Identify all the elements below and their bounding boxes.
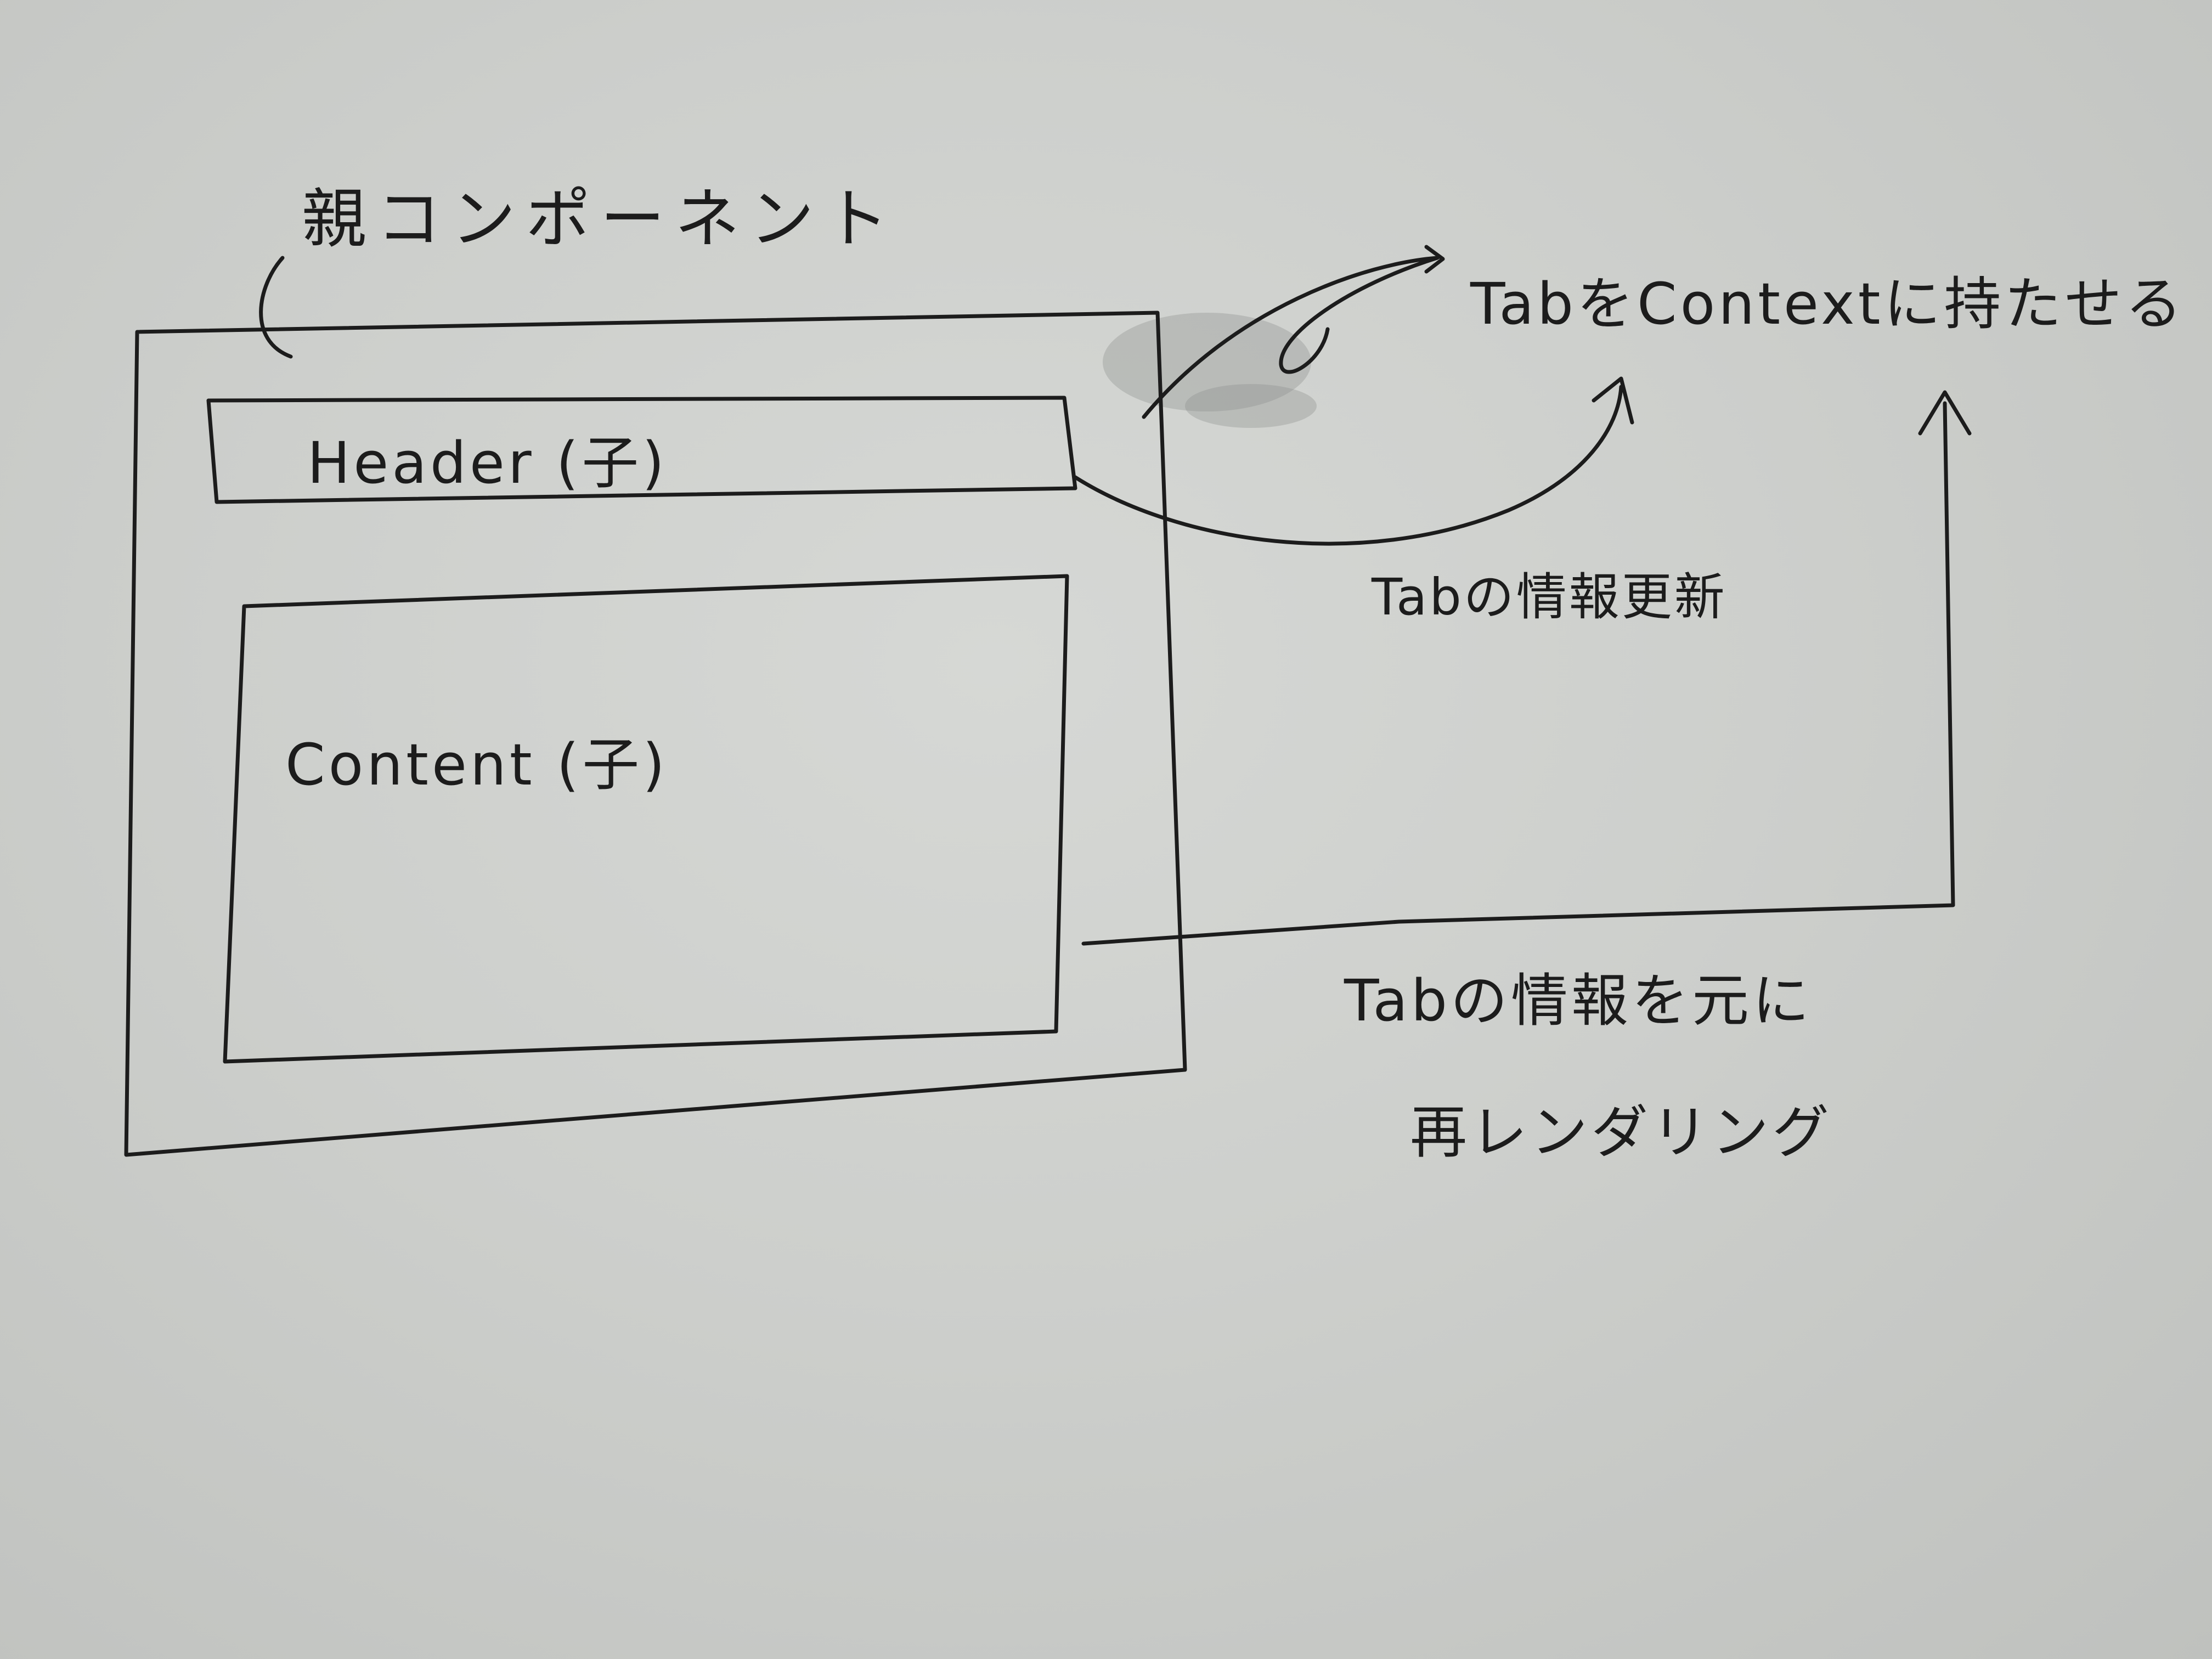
parent-component: 親コンポーネント	[124, 181, 1187, 1157]
rerender-line2-label: 再レンダリング	[1410, 1099, 1832, 1166]
header-label: Header (子)	[307, 430, 668, 496]
pass-tab-to-context-label: TabをContextに持たせる	[1470, 270, 2185, 337]
update-curve	[1073, 385, 1623, 546]
update-arrowhead	[1592, 376, 1634, 425]
header-box	[206, 396, 1077, 504]
parent-component-box	[124, 311, 1187, 1157]
context-loop-curve	[1142, 256, 1440, 419]
flow-header-to-context	[1073, 245, 1634, 546]
rerender-line1-label: Tabの情報を元に	[1344, 967, 1813, 1034]
header-component: Header (子)	[206, 396, 1077, 504]
context-loop-arrowhead	[1424, 245, 1445, 274]
eraser-smudge	[1103, 313, 1317, 428]
parent-component-label: 親コンポーネント	[302, 181, 899, 257]
rerender-arrowhead	[1918, 390, 1972, 436]
parent-label-pointer	[259, 256, 293, 359]
content-box	[223, 574, 1069, 1064]
rerender-line	[1081, 401, 1955, 946]
flow-context-to-content	[1081, 390, 1972, 946]
update-tab-info-label: Tabの情報更新	[1371, 568, 1727, 627]
content-component: Content (子)	[223, 574, 1069, 1064]
content-label: Content (子)	[285, 731, 668, 798]
